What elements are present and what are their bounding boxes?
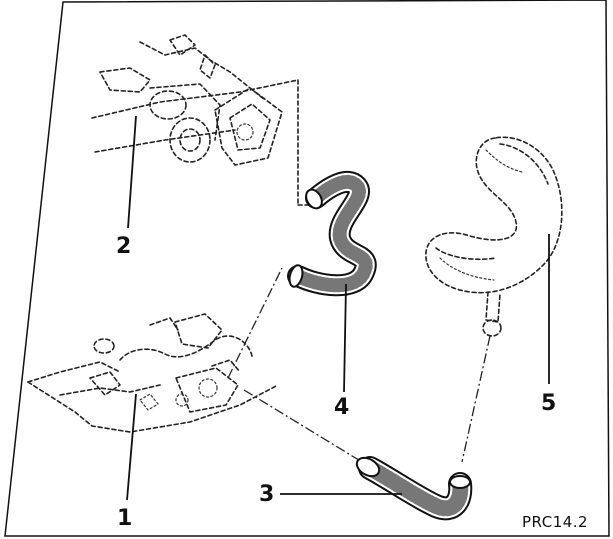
leader-line-2 [127, 115, 137, 229]
callout-label-3: 3 [259, 482, 275, 507]
hose-3 [355, 456, 473, 521]
leader-line-1 [126, 393, 137, 501]
lower-engine-assembly [27, 267, 363, 463]
diagram-frame [4, 0, 610, 537]
hose-4 [287, 170, 377, 297]
callout-label-2: 2 [116, 234, 132, 259]
upper-engine-assembly [91, 34, 313, 206]
callout-label-1: 1 [117, 506, 133, 531]
leader-line-4 [343, 283, 347, 393]
figure-reference-code: PRC14.2 [522, 513, 589, 531]
callout-label-5: 5 [541, 391, 557, 416]
callout-label-4: 4 [334, 395, 350, 420]
heater-assembly-5 [425, 136, 563, 463]
